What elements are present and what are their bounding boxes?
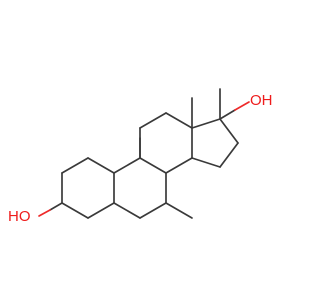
methyl-groups [139,88,221,219]
bond [87,157,115,174]
ring-c [139,112,193,174]
bond [49,202,63,211]
bond [139,202,167,219]
bond [38,209,51,217]
skeletal-formula: OH HO [8,88,273,225]
bond [234,101,250,111]
bond [61,157,89,174]
ring-a [61,157,115,219]
hydroxyl-label-left: HO [8,208,31,225]
bond [87,202,115,219]
bond [165,112,193,129]
methyl-c7-bond [165,202,193,219]
bond [113,202,141,219]
bond [139,157,167,174]
bond [113,157,141,174]
bond [219,118,239,144]
hydroxyl-bonds [38,101,250,217]
bond [139,112,167,129]
ring-d [191,118,239,168]
bond [61,202,89,219]
structure-canvas: OH HO [8,88,273,225]
bond [191,157,221,168]
bond [165,157,193,174]
ring-b [113,157,167,219]
bond [219,142,239,168]
hydroxyl-label-right: OH [250,92,273,109]
bond [219,109,236,120]
bond [191,118,221,129]
